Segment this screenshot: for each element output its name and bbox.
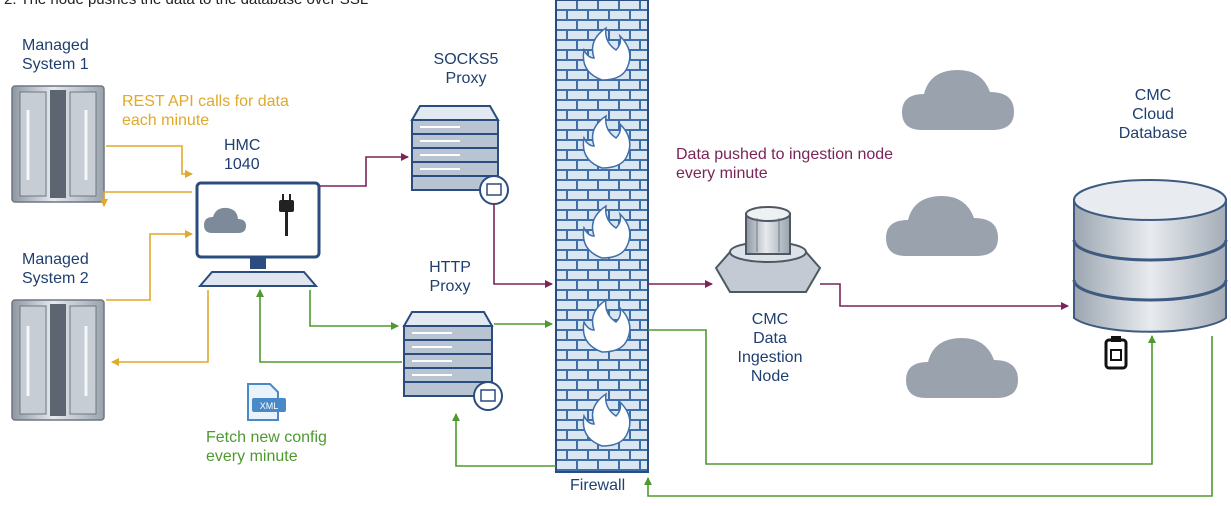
data-pushed-annotation: Data pushed to ingestion node every minu… [676,146,894,182]
hmc-computer-icon [195,181,321,287]
managed-system-1-icon [11,85,105,203]
firewall-flame-icons [582,26,631,447]
hmc-label: HMC 1040 [224,137,261,173]
ingestion-node-label: CMC Data Ingestion Node [737,311,803,385]
header-caption: 2. The node pushes the data to the datab… [4,0,368,9]
cloud-database-icon [1072,179,1228,333]
http-proxy-server-icon [402,311,503,411]
flame-icon [582,204,631,259]
clipboard-icon [1104,336,1128,370]
firewall-label: Firewall [570,477,626,494]
cloud-icon [902,70,1014,130]
managed-system-2-icon [11,299,105,421]
socks5-proxy-label: SOCKS5 Proxy [433,51,499,87]
flame-icon [582,298,631,353]
cloud-icon [886,196,998,256]
flame-icon [582,26,631,81]
xml-file-icon: XML [247,383,286,421]
config-fetch-connectors [256,289,1213,497]
http-proxy-label: HTTP Proxy [429,259,471,295]
rest-api-annotation: REST API calls for data each minute [122,93,289,129]
cloud-database-label: CMC Cloud Database [1118,87,1188,142]
rest-api-connectors [100,145,209,366]
cloud-icon [906,338,1018,398]
socks5-proxy-server-icon [410,105,509,205]
ingestion-node-icon [714,206,822,293]
fetch-config-annotation: Fetch new config every minute [206,429,327,465]
flame-icon [582,392,631,447]
data-push-connectors [320,153,1069,310]
managed-system-1-label: Managed System 1 [22,37,89,73]
xml-badge-label: XML [260,401,279,411]
managed-system-2-label: Managed System 2 [22,251,89,287]
flame-icon [582,114,631,169]
cloud-icons [886,70,1018,398]
